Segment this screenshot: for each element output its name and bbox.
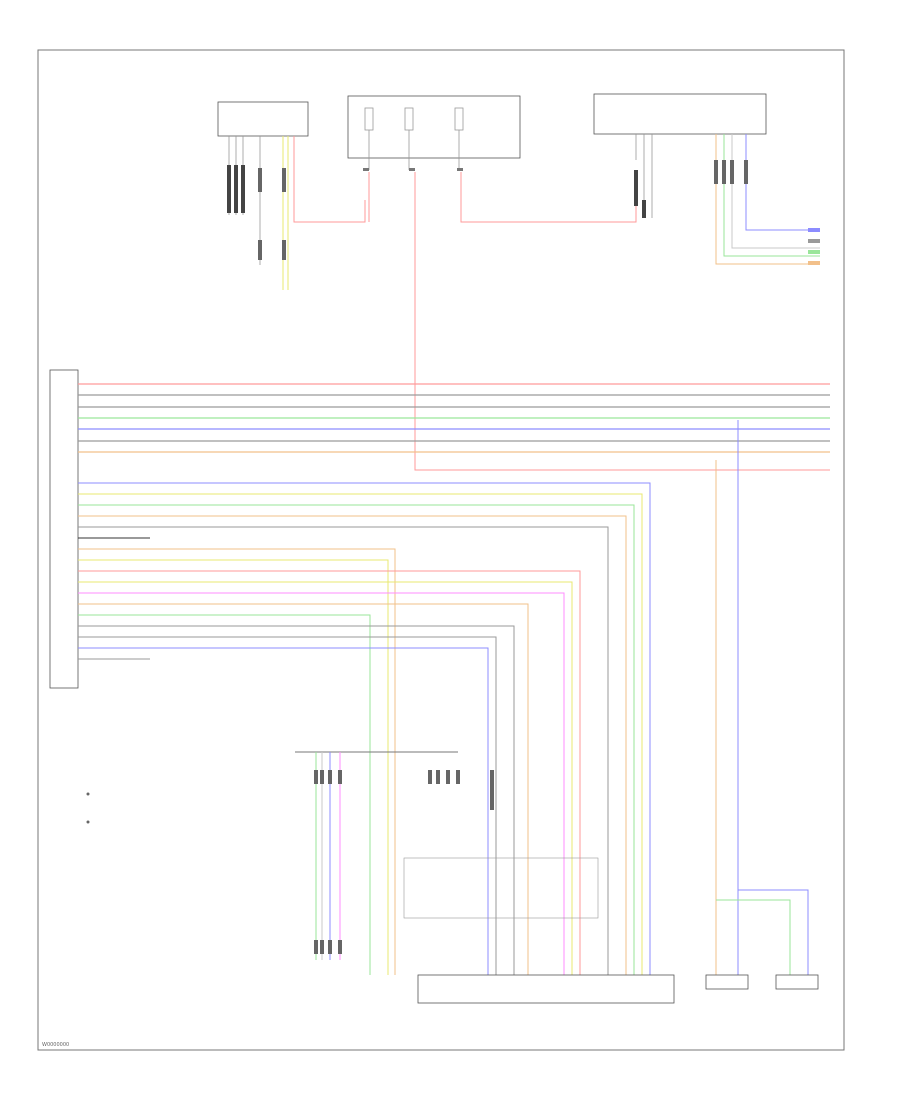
control-unit xyxy=(49,369,79,689)
right-speaker-a xyxy=(705,420,749,990)
legend xyxy=(86,792,90,824)
signal-wire xyxy=(78,504,635,975)
front-module xyxy=(593,93,820,265)
lower-row-group xyxy=(78,482,651,975)
bundle-terminal xyxy=(808,250,820,254)
signal-wire xyxy=(78,625,515,975)
signal-wire xyxy=(78,603,529,975)
bundle-terminal xyxy=(808,261,820,265)
corner-code: W0000000 xyxy=(42,1042,69,1048)
ext-connector-left xyxy=(295,751,458,960)
ext-connector-right xyxy=(403,770,675,1004)
signal-wire xyxy=(78,614,371,975)
fuse-block xyxy=(347,95,830,471)
signal-wire xyxy=(78,559,389,975)
signal-wire xyxy=(78,548,396,975)
signal-wire xyxy=(78,647,489,975)
right-speaker-b xyxy=(716,889,819,990)
signal-wire xyxy=(78,526,609,975)
bundle-terminal xyxy=(808,228,820,232)
bundle-terminal xyxy=(808,239,820,243)
top-left-module xyxy=(217,101,366,290)
signal-wire xyxy=(78,493,643,975)
right-bundle-terminals xyxy=(808,228,820,265)
signal-wire xyxy=(78,515,627,975)
signal-wire xyxy=(78,581,573,975)
diagram-frame xyxy=(37,49,845,1051)
bus-row-group xyxy=(78,383,830,453)
signal-wire xyxy=(78,570,581,975)
signal-wire xyxy=(78,636,497,975)
signal-wire xyxy=(78,482,651,975)
signal-wire xyxy=(78,592,565,975)
